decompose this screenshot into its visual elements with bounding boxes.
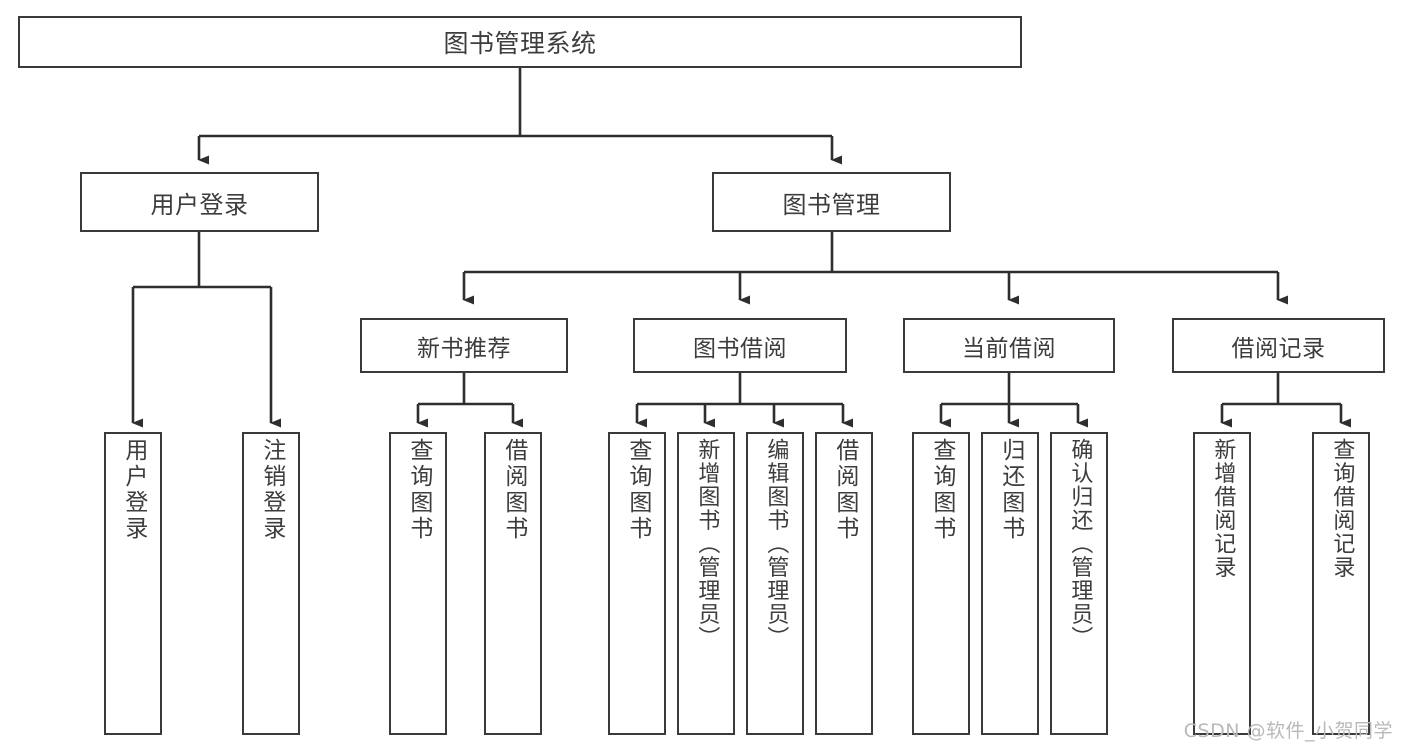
- node-label: 新增图书（管理员）: [694, 438, 720, 650]
- leaf-return-book[interactable]: 归还图书: [981, 432, 1039, 735]
- node-user-login[interactable]: 用户登录: [80, 172, 319, 232]
- node-label: 查询图书: [405, 438, 432, 542]
- node-label: 用户登录: [150, 190, 249, 219]
- leaf-query-book-newbook[interactable]: 查询图书: [389, 432, 447, 735]
- leaf-user-login[interactable]: 用户登录: [104, 432, 162, 735]
- node-label: 借阅图书: [831, 438, 858, 542]
- node-current-borrow[interactable]: 当前借阅: [903, 318, 1115, 373]
- leaf-borrow-book-newbook[interactable]: 借阅图书: [484, 432, 542, 735]
- node-book-borrow[interactable]: 图书借阅: [633, 318, 847, 373]
- node-label: 借阅图书: [500, 438, 527, 542]
- node-borrow-record[interactable]: 借阅记录: [1172, 318, 1385, 373]
- node-label: 查询借阅记录: [1329, 438, 1355, 579]
- node-label: 编辑图书（管理员）: [763, 438, 789, 650]
- node-label: 查询图书: [624, 438, 651, 542]
- leaf-confirm-return-admin[interactable]: 确认归还（管理员）: [1050, 432, 1108, 735]
- node-label: 当前借阅: [962, 335, 1056, 362]
- leaf-logout[interactable]: 注销登录: [242, 432, 300, 735]
- leaf-query-borrow-record[interactable]: 查询借阅记录: [1312, 432, 1370, 735]
- leaf-query-book-borrow[interactable]: 查询图书: [608, 432, 666, 735]
- node-label: 借阅记录: [1231, 335, 1326, 362]
- node-label: 查询图书: [928, 438, 955, 542]
- node-new-book-recommend[interactable]: 新书推荐: [360, 318, 568, 373]
- node-label: 新增借阅记录: [1210, 438, 1236, 579]
- leaf-edit-book-admin[interactable]: 编辑图书（管理员）: [746, 432, 804, 735]
- node-label: 归还图书: [997, 438, 1024, 542]
- node-book-management[interactable]: 图书管理: [712, 172, 951, 232]
- node-label: 新书推荐: [417, 335, 511, 362]
- node-label: 图书管理系统: [443, 29, 597, 58]
- node-label: 确认归还（管理员）: [1067, 438, 1093, 650]
- leaf-borrow-book[interactable]: 借阅图书: [815, 432, 873, 735]
- node-label: 图书借阅: [693, 335, 787, 362]
- leaf-add-book-admin[interactable]: 新增图书（管理员）: [677, 432, 735, 735]
- leaf-query-book-current[interactable]: 查询图书: [912, 432, 970, 735]
- node-root-system[interactable]: 图书管理系统: [18, 16, 1022, 68]
- node-label: 注销登录: [258, 438, 285, 542]
- leaf-add-borrow-record[interactable]: 新增借阅记录: [1193, 432, 1251, 735]
- node-label: 图书管理: [782, 190, 881, 219]
- node-label: 用户登录: [120, 438, 147, 542]
- watermark: CSDN @软件_小贺同学: [1183, 720, 1393, 742]
